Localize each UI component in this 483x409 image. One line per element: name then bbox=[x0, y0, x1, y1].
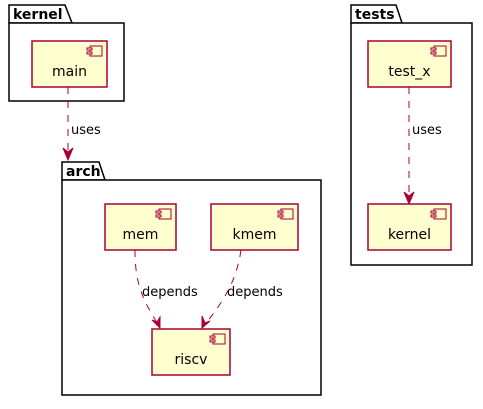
component-test-x[interactable]: test_x bbox=[367, 40, 452, 88]
component-kernel-label: kernel bbox=[388, 227, 431, 243]
edge-testx-kernel-label: uses bbox=[412, 123, 442, 138]
component-kernel[interactable]: kernel bbox=[367, 203, 452, 251]
edge-kmem-depends-riscv: depends bbox=[201, 249, 283, 330]
edge-main-arch-arrowhead bbox=[62, 147, 74, 162]
component-icon bbox=[277, 208, 294, 220]
package-tests-label: tests bbox=[355, 7, 395, 23]
package-arch-label: arch bbox=[66, 164, 101, 180]
component-riscv-label: riscv bbox=[175, 352, 208, 368]
component-icon bbox=[86, 45, 103, 57]
component-riscv[interactable]: riscv bbox=[151, 328, 231, 376]
component-test-x-label: test_x bbox=[388, 64, 430, 80]
edge-mem-depends-riscv: depends bbox=[134, 249, 198, 330]
component-mem[interactable]: mem bbox=[104, 203, 177, 251]
component-kmem[interactable]: kmem bbox=[210, 203, 299, 251]
component-icon bbox=[155, 208, 172, 220]
component-icon bbox=[209, 333, 226, 345]
edge-test-x-uses-kernel: uses bbox=[403, 87, 442, 206]
edge-mem-riscv-line bbox=[134, 249, 160, 327]
component-icon bbox=[430, 208, 447, 220]
edge-mem-riscv-arrowhead bbox=[151, 315, 161, 330]
component-mem-label: mem bbox=[123, 227, 159, 243]
edge-main-arch-label: uses bbox=[71, 123, 101, 138]
edge-kmem-riscv-arrowhead bbox=[201, 315, 211, 330]
edge-main-uses-arch: uses bbox=[62, 87, 101, 162]
component-kmem-label: kmem bbox=[233, 227, 277, 243]
package-kernel-label: kernel bbox=[13, 7, 63, 23]
edge-kmem-riscv-label: depends bbox=[227, 285, 283, 300]
component-icon bbox=[430, 45, 447, 57]
edge-mem-riscv-label: depends bbox=[142, 285, 198, 300]
component-main-label: main bbox=[52, 64, 87, 80]
component-main[interactable]: main bbox=[31, 40, 108, 88]
edge-kmem-riscv-line bbox=[203, 249, 242, 327]
edge-testx-kernel-arrowhead bbox=[403, 191, 415, 206]
